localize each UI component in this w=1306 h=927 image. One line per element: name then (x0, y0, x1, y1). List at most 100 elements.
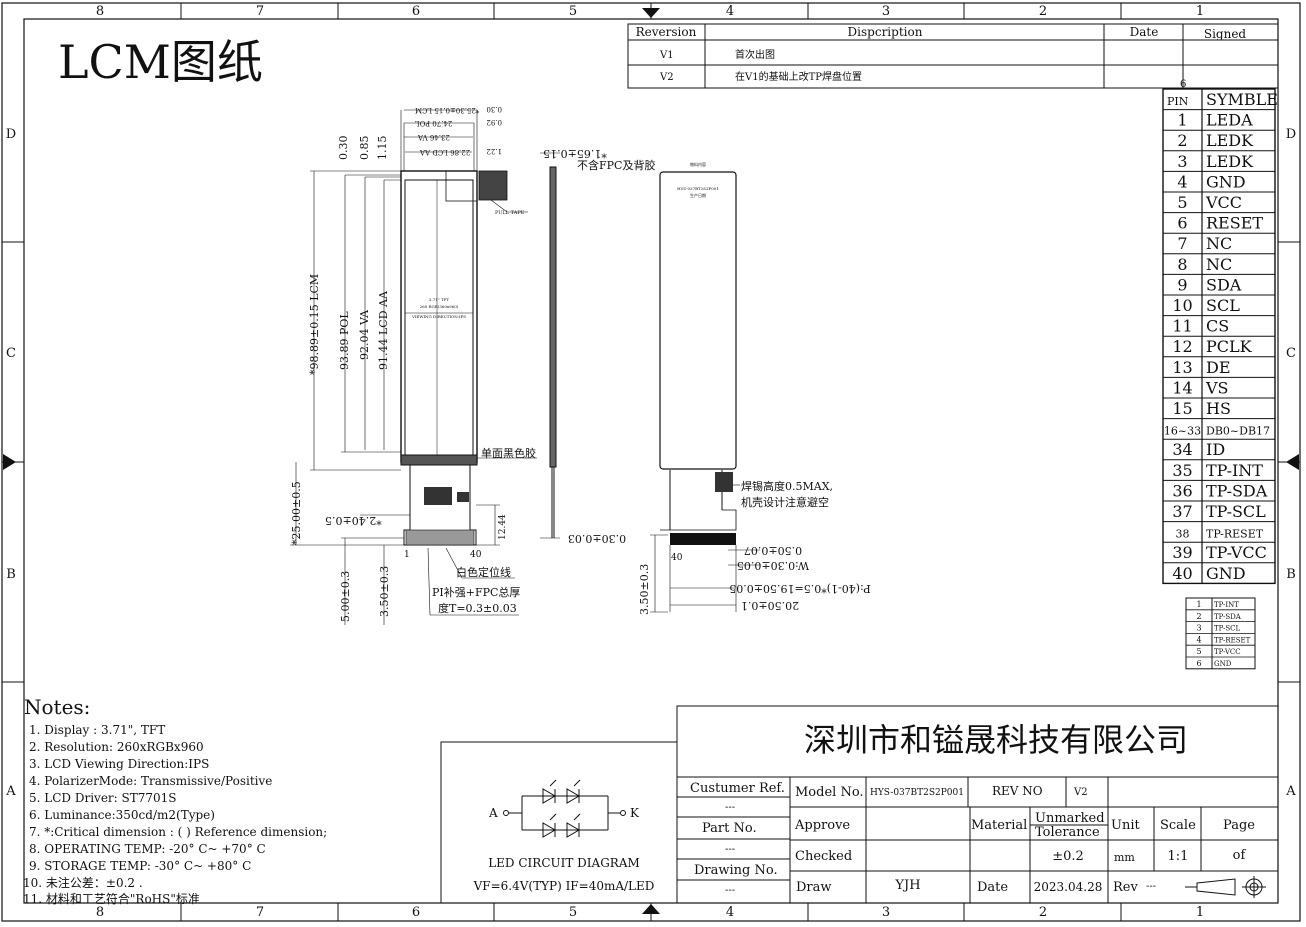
drawing-no-label: Drawing No. (694, 863, 778, 878)
center-mark-left-icon (3, 454, 16, 470)
pin-number: 4 (1177, 172, 1187, 191)
pin-symbol: NC (1206, 234, 1232, 253)
note-item: 7. *:Critical dimension : ( ) Reference … (29, 825, 327, 839)
pin-symbol: TP-VCC (1206, 543, 1267, 562)
back-pin-forty: 40 (671, 553, 683, 563)
dim-offset: 0.30 (337, 136, 350, 161)
pin-symbol: TP-INT (1206, 461, 1263, 480)
model-no-label: Model No. (795, 785, 864, 800)
center-mark-right-icon (1286, 454, 1299, 470)
col-label: 8 (96, 905, 104, 920)
pin-symbol: GND (1206, 564, 1246, 583)
row-label: D (6, 127, 16, 142)
col-label: 4 (726, 4, 734, 19)
row-label: A (1285, 784, 1296, 799)
notes-heading: Notes: (24, 695, 90, 719)
pin-number: 40 (1172, 564, 1192, 583)
dim-lcm-width: *25.30±0.15 LCM (415, 106, 479, 114)
col-label: 6 (412, 905, 420, 920)
col-label: 4 (726, 905, 734, 920)
note-item: 2. Resolution: 260xRGBx960 (29, 740, 204, 754)
pin-symbol: GND (1206, 172, 1246, 191)
pin-number: 5 (1177, 193, 1187, 212)
dim-aa-width: 22.86 LCD AA (419, 148, 470, 156)
drawing-title: LCM图纸 (58, 35, 263, 89)
col-label: 3 (882, 4, 890, 19)
label-header: 物料内容 (690, 161, 706, 167)
date-label: Date (977, 880, 1008, 895)
row-label: C (6, 346, 16, 361)
tp-pin-number: 6 (1196, 659, 1201, 668)
unit-label: Unit (1111, 818, 1140, 833)
tp-pin-symbol: TP-SDA (1214, 613, 1242, 621)
projection-symbol-icon (1185, 876, 1266, 898)
note-item: 11. 材料和工艺符合"RoHS"标准 (23, 891, 200, 906)
dash: --- (725, 844, 735, 855)
pin-symbol: RESET (1206, 214, 1263, 233)
col-label: 8 (96, 4, 104, 19)
title-block: 深圳市和镒晟科技有限公司 Custumer Ref. --- Part No. … (676, 705, 1279, 904)
front-view (290, 109, 537, 625)
pin-symbol: TP-RESET (1206, 528, 1264, 541)
pin-symbol: SYMBLE (1206, 90, 1278, 109)
dim-fpc-offset: *2.40±0.5 (325, 514, 382, 527)
screen-text: VIEWING DIRECTION:IPS (411, 314, 466, 319)
note-item: 1. Display : 3.71", TFT (29, 723, 165, 737)
pin-number: 8 (1177, 255, 1187, 274)
dim-pad-pitch: 0.50±0.07 (744, 544, 802, 557)
tp-pin-number: 1 (1196, 600, 1201, 609)
col-label: 1 (1196, 4, 1204, 19)
pin-number: 7 (1177, 234, 1187, 253)
rev-no-value: V2 (1073, 787, 1088, 798)
row-label: D (1286, 127, 1296, 142)
unit-value: mm (1114, 851, 1135, 864)
tp-pin-number: 5 (1196, 647, 1201, 656)
pin-number: 6 (1177, 214, 1187, 233)
pin-number: 34 (1172, 440, 1192, 459)
led-circuit-title: LED CIRCUIT DIAGRAM (488, 856, 640, 870)
draw-value: YJH (894, 878, 920, 893)
note-item: 3. LCD Viewing Direction:IPS (29, 757, 209, 771)
pin-symbol: VS (1205, 378, 1229, 397)
page-value: of (1233, 848, 1247, 863)
dim-va-width: 23.46 VA (417, 133, 450, 141)
pin-symbol: TP-SCL (1206, 502, 1266, 521)
led-circuit-spec: VF=6.4V(TYP) IF=40mA/LED (473, 879, 655, 893)
checked-label: Checked (795, 849, 852, 864)
pin-number: 2 (1177, 131, 1187, 150)
center-mark-bottom-icon (642, 904, 660, 914)
dim-fpc-total: 20.50±0.1 (741, 599, 799, 612)
pin-one-label: 1 (404, 550, 410, 560)
side-view (540, 152, 560, 539)
dim-offset: 0.92 (486, 118, 502, 126)
pin-symbol: VCC (1205, 193, 1242, 212)
tp-pin-number: 3 (1196, 624, 1201, 633)
col-label: 1 (1196, 905, 1204, 920)
pin-symbol: DE (1206, 358, 1231, 377)
pin-symbol: TP-SDA (1206, 481, 1268, 500)
note-item: 4. PolarizerMode: Transmissive/Positive (29, 774, 272, 788)
solder-note: 机壳设计注意避空 (741, 495, 829, 509)
rev-label: Rev (1113, 880, 1138, 895)
pin-number: 39 (1172, 543, 1192, 562)
tolerance-value: ±0.2 (1052, 849, 1084, 864)
pin-symbol: LEDK (1206, 131, 1254, 150)
dim-offset: 1.22 (486, 147, 502, 155)
rev-cell: 在V1的基础上改TP焊盘位置 (735, 70, 862, 83)
approve-label: Approve (794, 818, 850, 833)
pi-note: PI补强+FPC总厚 (432, 585, 520, 599)
dim-pol-height: 93.89 POL (338, 311, 351, 370)
dim-offset: 0.85 (358, 136, 371, 161)
rev-header: Date (1130, 25, 1159, 39)
white-line-label: 白色定位线 (456, 565, 511, 579)
pin-number: 35 (1172, 461, 1192, 480)
dim-fpc-thickness: 0.30±0.03 (568, 532, 626, 545)
customer-ref-label: Custumer Ref. (690, 781, 785, 796)
col-label: 5 (569, 4, 577, 19)
dim-pad-width: W:0.30±0.05 (737, 559, 809, 572)
side-view-labels: *1.65±0.15 不含FPC及背胶 0.30±0.03 (543, 147, 655, 545)
col-label: 2 (1039, 905, 1047, 920)
pin-number: 16~33 (1164, 425, 1201, 438)
pin-symbol: LEDA (1206, 111, 1253, 130)
